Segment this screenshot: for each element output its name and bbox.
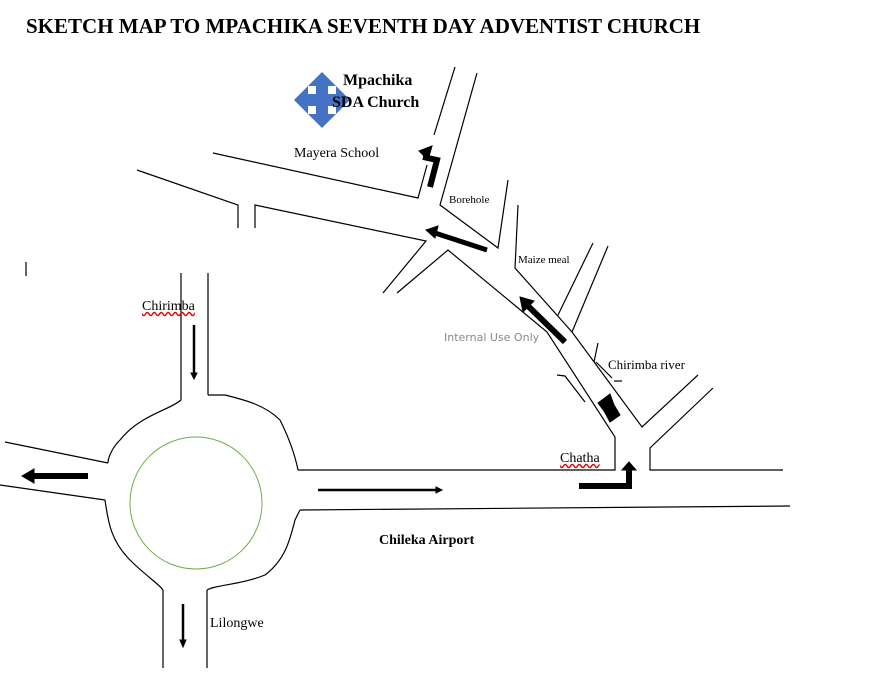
arrow-airport-head [435,486,444,494]
road-church-left2 [212,152,428,199]
label-borehole: Borehole [449,194,490,206]
arrow-turn-chatha [579,468,632,489]
road-diagonal-left [298,249,616,471]
arrow-diagonal [524,302,568,345]
arrow-west-junction [434,230,488,253]
church-icon [294,72,350,128]
river-bank [556,374,586,403]
watermark: Internal Use Only [444,331,540,344]
arrow-west-head [21,468,35,484]
direction-arrows [21,145,638,649]
road-west-top [4,441,109,464]
label-chirimba: Chirimba [142,299,195,314]
roundabout-circle [129,436,263,570]
road-east [649,387,783,471]
label-church-line1: Mpachika [343,72,413,89]
label-chatha: Chatha [560,451,600,466]
road-west-bottom [0,484,106,501]
arrow-to-church-head [418,145,433,161]
arrow-lilongwe-head [179,639,187,649]
arrow-turn-chatha-head [620,461,638,471]
roads [0,66,791,668]
arrow-chirimba-head [190,372,198,381]
label-church-line2: SDA Church [332,94,420,111]
road-school-bottom2 [254,204,428,294]
road-church-right [439,72,509,250]
label-chirimba-river: Chirimba river [608,357,685,372]
road-maize-right1 [557,242,594,316]
roundabout-outline [104,394,301,591]
label-maize-meal: Maize meal [518,254,570,266]
road-airport-bottom [299,505,791,511]
river-mark [593,342,599,363]
label-chileka-airport: Chileka Airport [379,533,475,548]
map-title: SKETCH MAP TO MPACHIKA SEVENTH DAY ADVEN… [26,14,701,38]
label-lilongwe: Lilongwe [210,616,264,631]
road-church-left [433,66,456,136]
road-maize-right2 [571,245,609,333]
arrow-diagonal-head [519,296,535,314]
road-school-bottom [136,169,239,228]
river-mark2 [595,361,613,379]
arrow-chatha-up [597,393,621,423]
label-mayera-school: Mayera School [294,146,380,161]
arrow-west-junction-head [425,225,439,239]
